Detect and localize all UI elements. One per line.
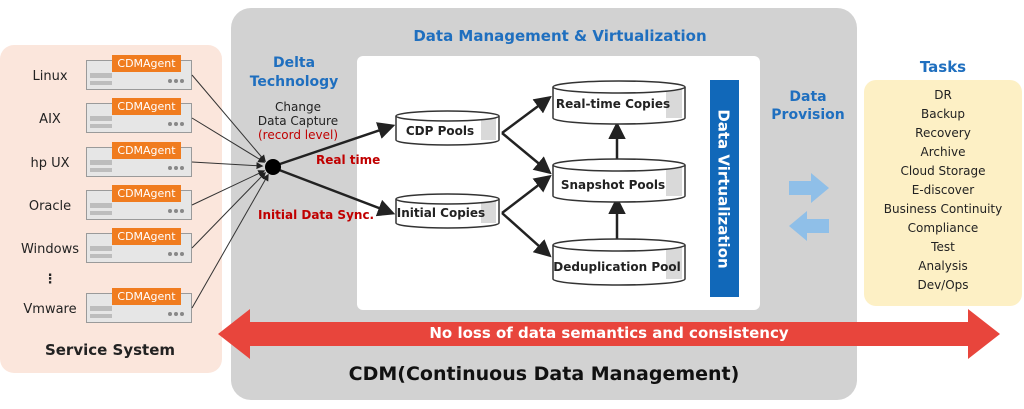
cdp-pools-label: CDP Pools [405, 124, 475, 138]
task-item: E-discover [911, 183, 975, 197]
delta-title-line2: Technology [249, 74, 339, 90]
realtime-label: Real time [316, 153, 381, 167]
task-item: Business Continuity [883, 202, 1003, 216]
system-label-aix: AIX [39, 112, 61, 127]
tasks-panel [864, 80, 1022, 306]
banner-text: No loss of data semantics and consistenc… [429, 324, 789, 342]
initial-copies-cylinder [395, 193, 500, 229]
system-label-vmware: Vmware [23, 302, 77, 317]
change-label-line2: Data Capture [257, 114, 339, 128]
initial-sync-label: Initial Data Sync. [258, 208, 375, 222]
cdp-pools-cylinder [395, 110, 500, 146]
system-label-windows: Windows [20, 242, 80, 257]
tasks-title: Tasks [919, 58, 967, 76]
service-system-title: Service System [44, 341, 176, 359]
cdm-agent-badge: CDMAgent [112, 55, 181, 72]
dmv-title: Data Management & Virtualization [413, 27, 707, 45]
task-item: DR [934, 88, 952, 102]
task-item: Test [931, 240, 955, 254]
record-level-label: (record level) [257, 128, 339, 142]
task-item: Dev/Ops [917, 278, 969, 292]
snapshot-pools-label: Snapshot Pools [560, 178, 666, 192]
deduplication-pool-label: Deduplication Pool [553, 260, 681, 274]
cdm-agent-badge: CDMAgent [112, 98, 181, 115]
cdm-footer-title: CDM(Continuous Data Management) [348, 363, 740, 385]
cdm-agent-badge: CDMAgent [112, 228, 181, 245]
realtime-copies-cylinder [552, 80, 686, 125]
data-provision-line1: Data [789, 89, 827, 105]
task-item: Backup [921, 107, 965, 121]
task-item: Analysis [918, 259, 968, 273]
data-provision-line2: Provision [771, 107, 845, 123]
cdm-agent-badge: CDMAgent [112, 185, 181, 202]
snapshot-pools-cylinder [552, 158, 686, 203]
cdm-agent-badge: CDMAgent [112, 288, 181, 305]
system-label-linux: Linux [32, 69, 68, 84]
ellipsis: ⋮ [43, 272, 57, 287]
data-virtualization-bar [710, 80, 739, 297]
provision-arrows-icon [789, 173, 829, 241]
task-item: Recovery [915, 126, 971, 140]
change-label-line1: Change [275, 100, 321, 114]
cdm-agent-badge: CDMAgent [112, 142, 181, 159]
initial-copies-label: Initial Copies [396, 206, 486, 220]
task-item: Compliance [907, 221, 979, 235]
task-item: Archive [920, 145, 966, 159]
realtime-copies-label: Real-time Copies [555, 97, 671, 111]
delta-title-line1: Delta [272, 55, 316, 71]
system-label-oracle: Oracle [28, 199, 72, 214]
deduplication-pool-cylinder [552, 238, 686, 286]
task-item: Cloud Storage [900, 164, 986, 178]
system-label-hpux: hp UX [30, 156, 70, 171]
